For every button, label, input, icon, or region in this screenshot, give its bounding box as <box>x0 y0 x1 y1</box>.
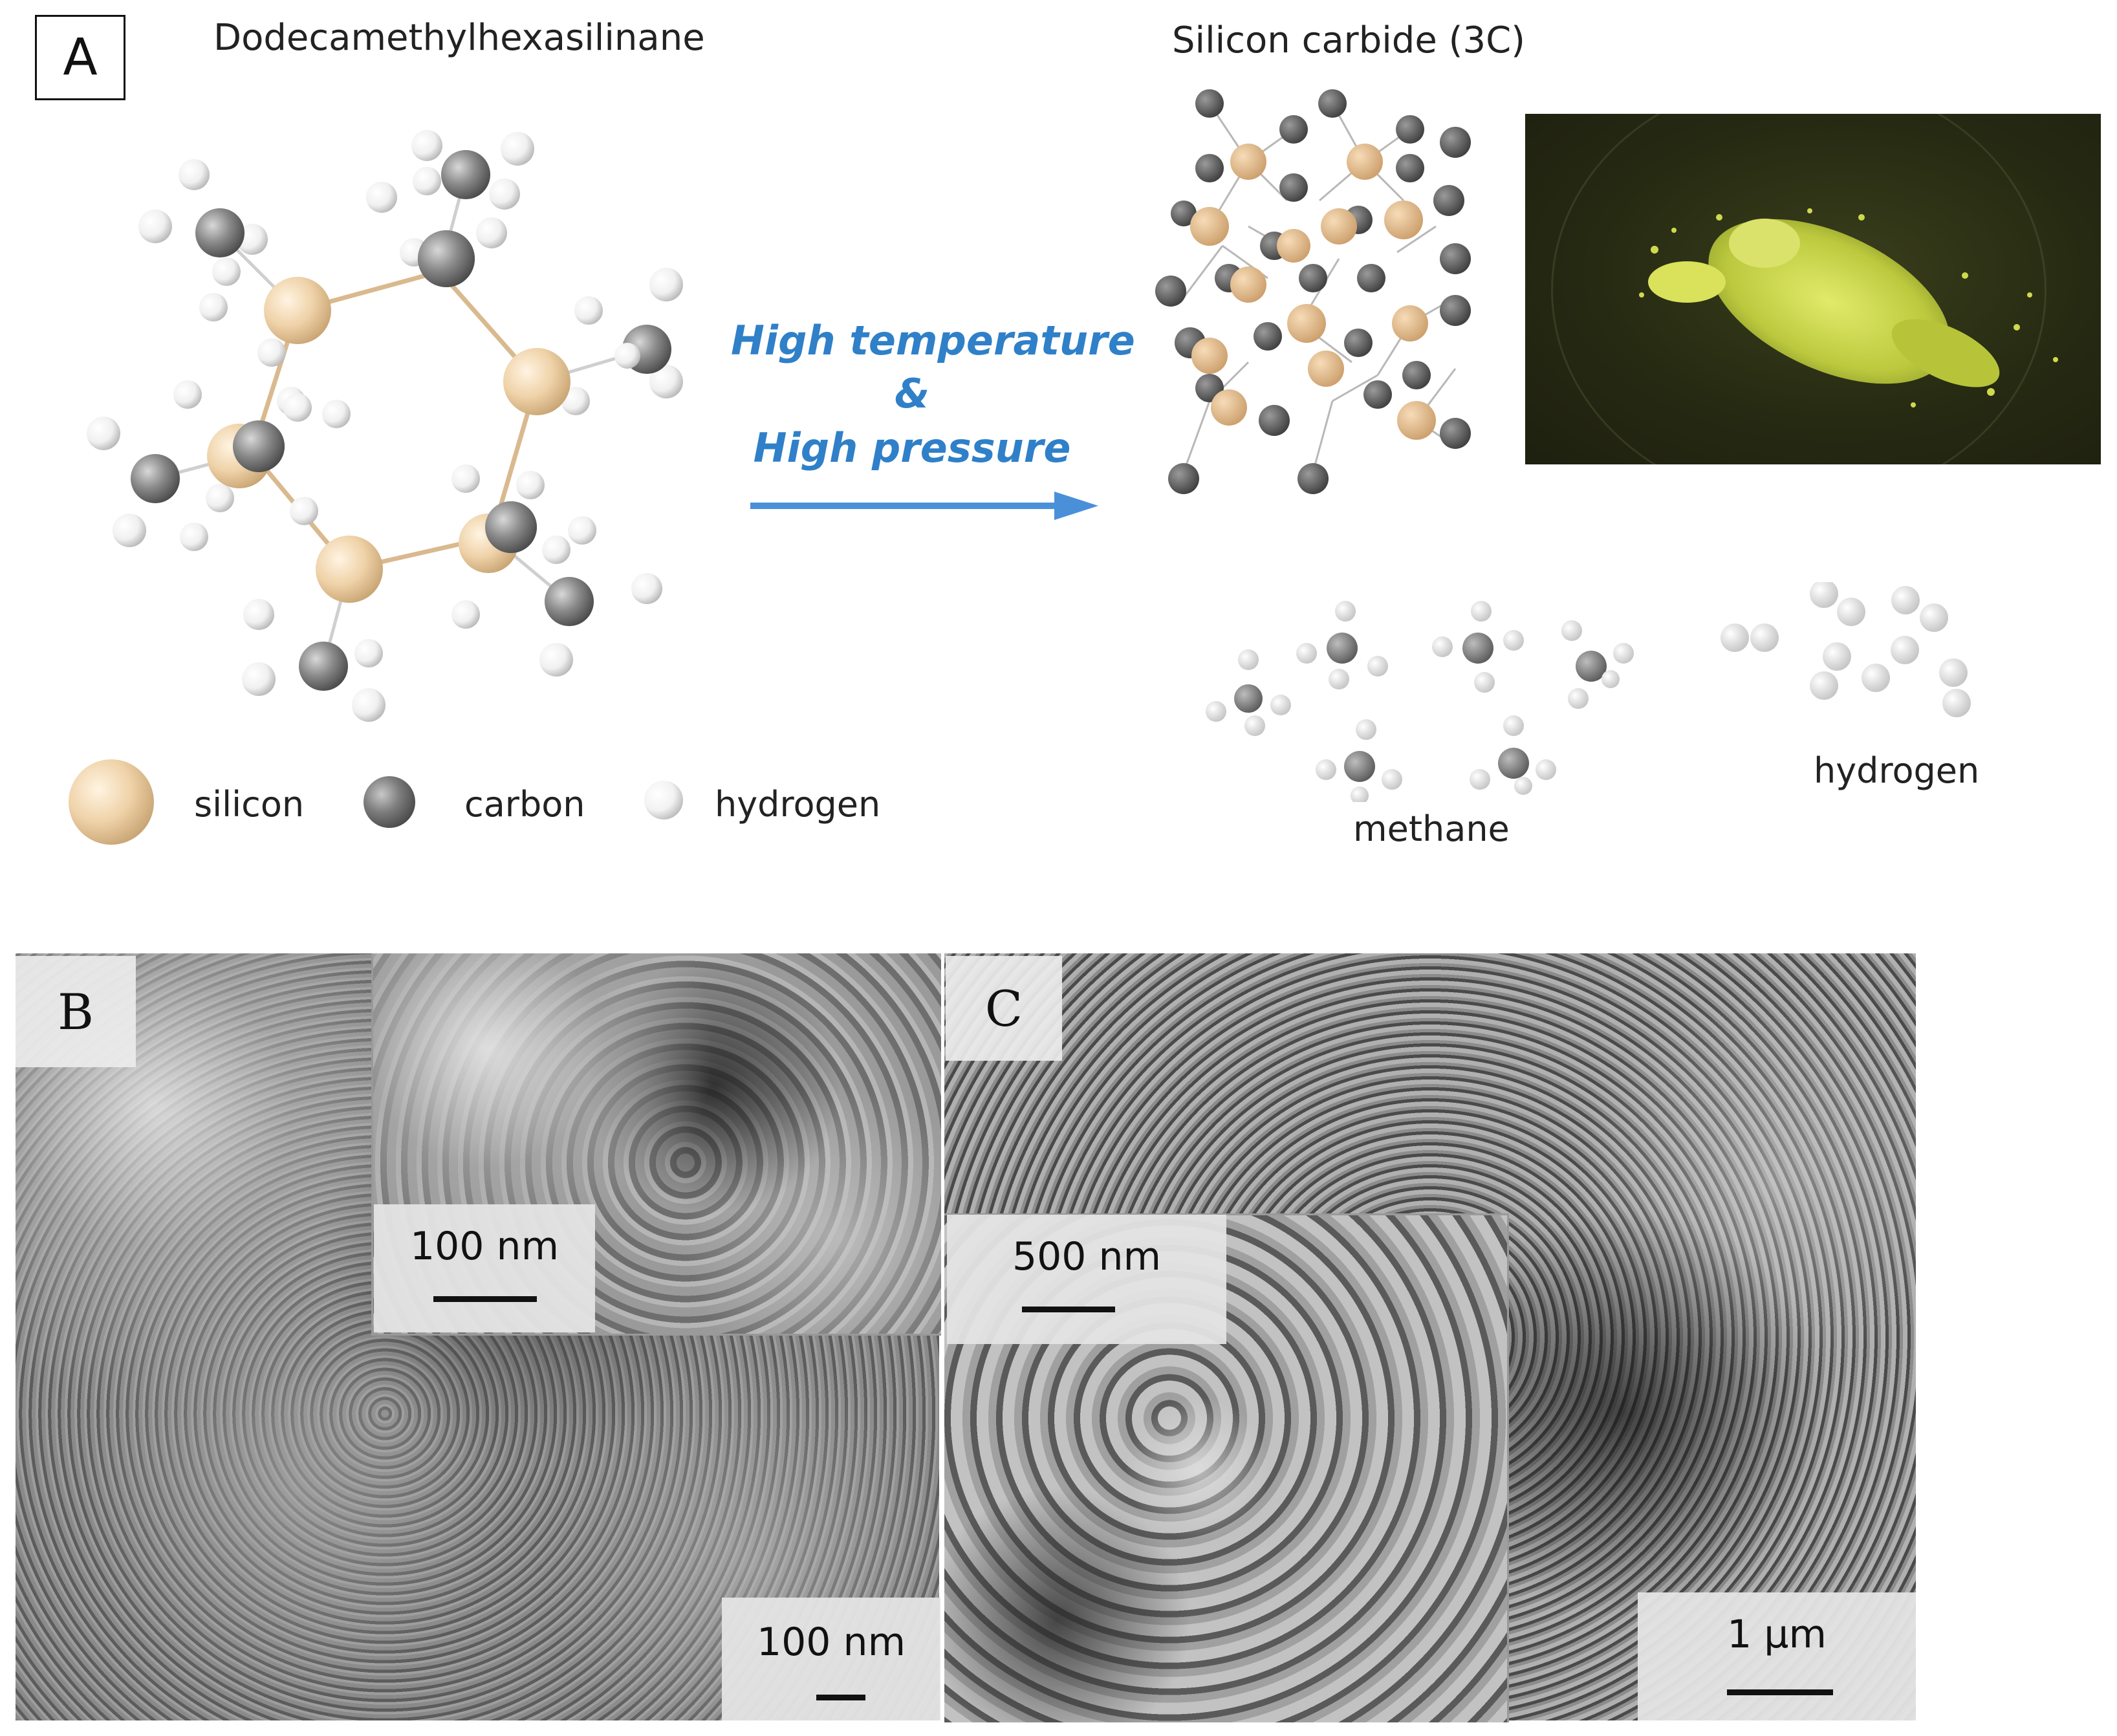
hydrogen-byproduct-label: hydrogen <box>1814 750 1980 791</box>
methane-molecule <box>1432 601 1524 693</box>
legend-hydrogen-label: hydrogen <box>715 784 881 825</box>
panel-label-a: A <box>35 15 125 100</box>
panel-label-c: C <box>946 956 1062 1061</box>
methane-molecule <box>1470 715 1556 795</box>
legend-silicon-label: silicon <box>194 784 305 825</box>
scale-label-b-inset: 100 nm <box>409 1224 559 1269</box>
panel-label-b: B <box>16 956 136 1067</box>
silicon-carbide-lattice <box>1155 89 1471 494</box>
atom-legend <box>69 759 683 845</box>
scale-bar-b-inset: 100 nm <box>374 1204 595 1332</box>
scale-bar-b-main: 100 nm <box>722 1598 940 1720</box>
hydrogen-atoms <box>87 130 683 722</box>
methane-molecule <box>1561 620 1634 709</box>
reaction-condition-ampersand: & <box>894 370 930 417</box>
scale-bar-c-inset: 500 nm <box>947 1215 1226 1344</box>
methane-molecule <box>1296 601 1388 689</box>
product-title: Silicon carbide (3C) <box>1172 19 1526 61</box>
methane-molecule <box>1316 719 1402 802</box>
reaction-arrow-icon <box>750 492 1098 520</box>
scale-line-c-inset <box>1022 1307 1115 1312</box>
scale-label-c-inset: 500 nm <box>1012 1234 1162 1279</box>
powder-pile <box>1639 208 2058 407</box>
scale-label-b-main: 100 nm <box>756 1620 906 1665</box>
scale-line-b-inset <box>433 1296 537 1302</box>
dodecamethylhexasilinane-molecule <box>87 130 683 722</box>
reaction-condition-line3: High pressure <box>753 424 1071 472</box>
carbon-atoms <box>131 150 671 691</box>
methane-molecule <box>1206 649 1291 736</box>
scale-label-c-main: 1 μm <box>1727 1612 1827 1657</box>
molecule-title: Dodecamethylhexasilinane <box>213 17 705 59</box>
byproduct-molecules <box>1206 582 1971 802</box>
hydrogen-molecules <box>1721 582 1971 717</box>
photo-dish-rim <box>1551 114 2046 464</box>
scale-bar-c-main: 1 μm <box>1638 1592 1916 1720</box>
scale-line-b-main <box>816 1695 865 1700</box>
silicon-carbide-powder-photo <box>1525 114 2101 464</box>
reaction-condition-line1: High temperature <box>731 317 1135 364</box>
legend-carbon-label: carbon <box>464 784 585 825</box>
scale-line-c-main <box>1727 1689 1833 1695</box>
methane-label: methane <box>1353 808 1510 849</box>
